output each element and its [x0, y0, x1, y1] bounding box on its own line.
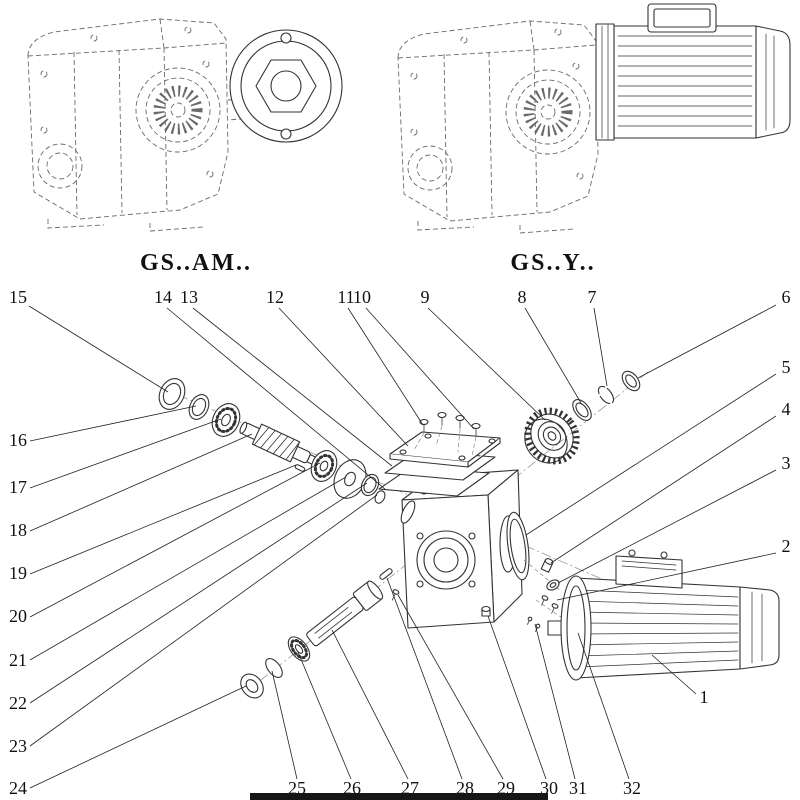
leader-line-3	[557, 469, 777, 584]
callout-32: 32	[623, 778, 641, 798]
callout-4: 4	[782, 399, 791, 419]
part-worm-wheel-9	[524, 407, 580, 465]
callout-7: 7	[588, 287, 597, 307]
leader-line-18	[29, 433, 253, 532]
leader-line-12	[278, 307, 409, 447]
unit-gsam-drawing	[28, 19, 343, 231]
part-flange-gasket-5	[506, 511, 530, 581]
model-label-gsam: GS..AM..	[140, 250, 252, 276]
callout-24: 24	[9, 778, 27, 798]
leader-line-23	[29, 494, 378, 747]
exploded-assembly	[158, 370, 780, 699]
part-ring-8	[572, 399, 592, 421]
leader-line-16	[29, 405, 197, 442]
part-cover-washer-24	[240, 673, 264, 699]
leader-line-5	[525, 373, 777, 536]
leader-line-30	[487, 615, 547, 780]
leader-line-20	[29, 462, 321, 618]
leader-line-26	[297, 651, 352, 780]
callout-16: 16	[9, 430, 27, 450]
model-label-gsy: GS..Y..	[510, 250, 595, 276]
leader-line-7	[593, 307, 608, 387]
leader-line-15	[28, 305, 169, 393]
leader-line-25	[271, 670, 298, 780]
leader-line-31	[534, 623, 576, 780]
callout-6: 6	[782, 287, 791, 307]
leader-line-32	[577, 632, 630, 780]
callout-8: 8	[518, 287, 527, 307]
part-retaining-ring-16	[188, 394, 210, 420]
callout-12: 12	[266, 287, 284, 307]
callout-20: 20	[9, 606, 27, 626]
leader-line-10	[365, 307, 475, 430]
leader-line-1	[651, 654, 697, 695]
part-circlip-25	[265, 658, 283, 678]
callout-15: 15	[9, 287, 27, 307]
leader-line-8	[524, 307, 582, 404]
part-bearing-17	[211, 403, 241, 437]
part-plug-30	[481, 605, 491, 617]
callout-3: 3	[782, 453, 791, 473]
part-bearing-20	[310, 450, 338, 482]
page-edge-mark	[250, 793, 548, 800]
leader-line-14	[166, 307, 386, 490]
callout-17: 17	[9, 477, 27, 497]
leader-line-21	[29, 476, 347, 661]
callout-9: 9	[421, 287, 430, 307]
leader-line-11	[347, 307, 424, 426]
callout-10: 10	[353, 287, 371, 307]
part-bolt-31a	[527, 616, 533, 625]
callout-23: 23	[9, 736, 27, 756]
leader-line-4	[550, 415, 777, 564]
callout-21: 21	[9, 650, 27, 670]
leader-line-28	[386, 577, 463, 780]
callout-22: 22	[9, 693, 27, 713]
leader-line-19	[29, 464, 297, 575]
callout-13: 13	[180, 287, 198, 307]
part-washer-3	[546, 579, 560, 591]
callout-1: 1	[700, 687, 709, 707]
leader-line-29	[397, 594, 504, 780]
motor-top	[595, 3, 791, 141]
leader-line-24	[29, 685, 247, 789]
part-seal-ring-15	[158, 378, 186, 410]
leader-line-22	[29, 482, 368, 704]
mounting-flange	[229, 29, 343, 143]
part-bolt-31b	[535, 623, 541, 632]
leader-line-9	[427, 307, 546, 421]
leader-line-27	[331, 629, 409, 780]
leader-line-13	[192, 307, 393, 467]
callout-14: 14	[154, 287, 172, 307]
callout-18: 18	[9, 520, 27, 540]
leader-line-6	[637, 304, 777, 379]
leader-line-17	[29, 418, 222, 489]
leader-line-2	[556, 552, 777, 601]
fastener-cluster	[523, 558, 583, 635]
unit-gsy-drawing	[398, 3, 791, 233]
part-key-19	[294, 464, 306, 472]
part-bolt-2a	[541, 595, 549, 606]
part-bolt-2b	[551, 603, 559, 614]
part-key-28	[379, 568, 393, 580]
part-ring-6	[621, 370, 641, 392]
callout-31: 31	[569, 778, 587, 798]
callout-5: 5	[782, 357, 791, 377]
part-oring-23	[374, 490, 386, 504]
part-bearing-26	[287, 636, 311, 662]
callout-19: 19	[9, 563, 27, 583]
part-output-shaft-27	[306, 580, 384, 647]
callout-11: 11	[337, 287, 354, 307]
callout-2: 2	[782, 536, 791, 556]
part-motor-1	[547, 549, 780, 681]
part-circlip-7	[597, 385, 615, 405]
cover-stack	[378, 411, 501, 497]
